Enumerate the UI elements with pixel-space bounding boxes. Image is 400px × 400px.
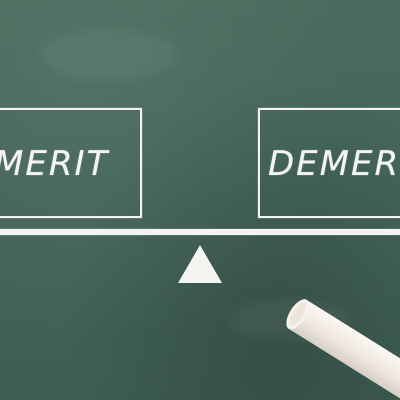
- fulcrum-triangle: [178, 245, 222, 283]
- demerit-label: DEMERIT: [268, 144, 400, 184]
- demerit-box: [258, 108, 400, 218]
- chalk-smudge: [40, 30, 180, 80]
- balance-beam: [0, 229, 400, 235]
- merit-box: [0, 108, 142, 218]
- merit-label: MERIT: [0, 144, 110, 184]
- chalk-stick: [286, 299, 400, 400]
